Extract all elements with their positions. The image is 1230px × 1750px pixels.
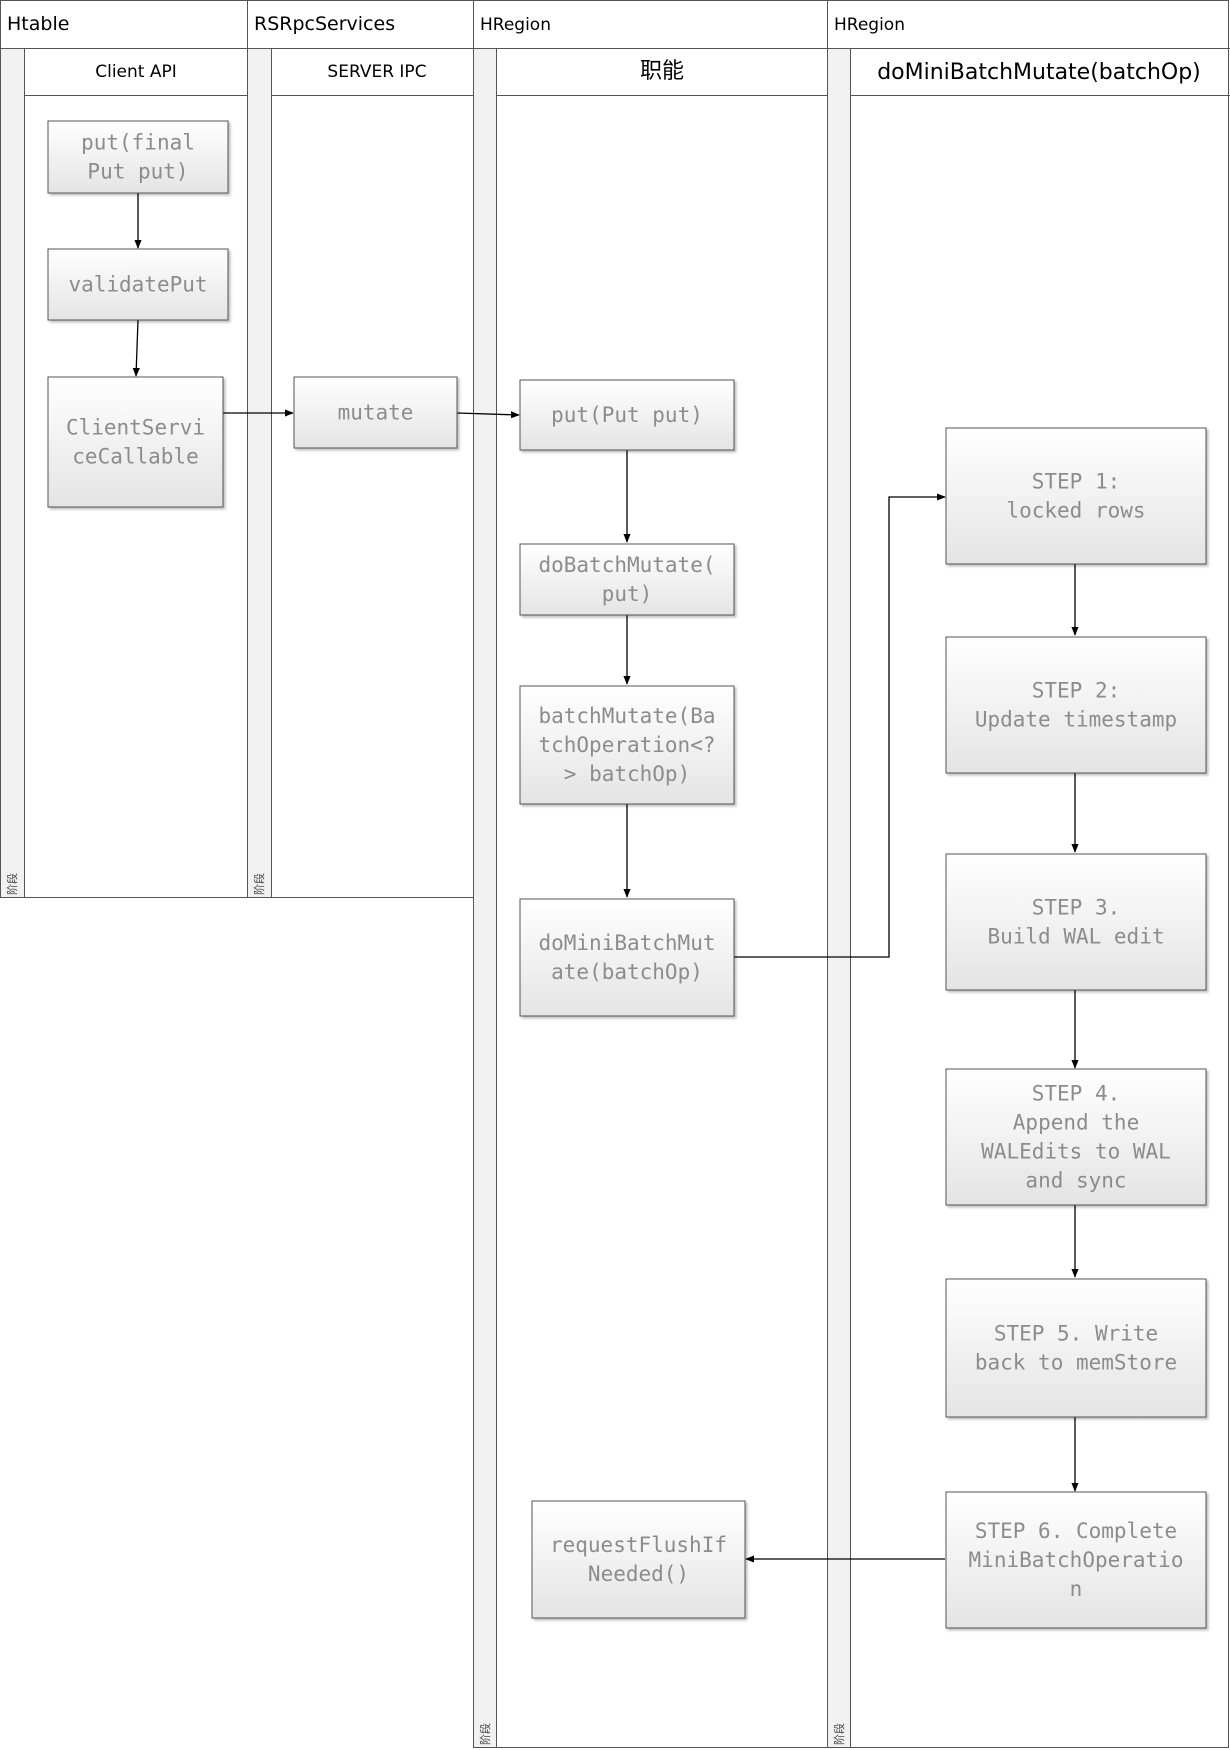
node-hput: put(Put put)	[519, 379, 735, 451]
lane-title-hregion-1: HRegion	[480, 15, 551, 35]
node-label-line: STEP 1:	[1032, 470, 1121, 494]
node-label-line: doMiniBatchMut	[538, 931, 715, 955]
column-header-server-ipc: SERVER IPC	[327, 62, 426, 82]
node-box	[945, 427, 1207, 565]
node-label-line: n	[1070, 1577, 1083, 1601]
column-header-function: 职能	[640, 59, 684, 84]
node-label-line: batchMutate(Ba	[538, 704, 715, 728]
edge-mutate-to-hput	[456, 411, 520, 419]
lane-title-rsrpcservices: RSRpcServices	[254, 13, 395, 35]
node-label-line: > batchOp)	[564, 762, 690, 786]
node-label-line: ceCallable	[72, 445, 198, 469]
node-dobatch: doBatchMutate( put)	[519, 543, 735, 616]
edge-dominibatchmutate-to-step1	[734, 493, 946, 958]
node-label-line: validatePut	[68, 273, 207, 297]
node-box	[293, 376, 458, 449]
node-label-line: STEP 4.	[1032, 1082, 1121, 1106]
lane-title-hregion-2: HRegion	[834, 15, 905, 35]
node-s2: STEP 2: Update timestamp	[945, 636, 1207, 774]
node-box	[519, 543, 735, 616]
node-validate: validatePut	[47, 248, 229, 321]
column-header-client-api: Client API	[95, 62, 177, 82]
node-label-line: locked rows	[1006, 499, 1145, 523]
node-box	[47, 376, 224, 508]
node-label-line: Put put)	[87, 160, 188, 184]
node-label-line: Build WAL edit	[987, 925, 1164, 949]
node-label-line: back to memStore	[975, 1351, 1177, 1375]
phase-label-4: 阶段	[832, 1723, 846, 1745]
node-box	[945, 636, 1207, 774]
node-box	[519, 379, 735, 451]
node-label-line: STEP 6. Complete	[975, 1519, 1177, 1543]
node-label-line: mutate	[338, 401, 414, 425]
node-label-line: STEP 3.	[1032, 896, 1121, 920]
node-box	[945, 1491, 1207, 1629]
node-label-line: put(Put put)	[551, 403, 703, 427]
node-label-line: STEP 5. Write	[994, 1322, 1158, 1346]
node-box	[47, 120, 229, 194]
node-label-line: STEP 2:	[1032, 679, 1121, 703]
node-label-line: requestFlushIf	[550, 1533, 727, 1557]
node-box	[47, 248, 229, 321]
node-box	[945, 1278, 1207, 1418]
node-label-line: MiniBatchOperatio	[969, 1548, 1184, 1572]
node-label-line: Append the	[1013, 1111, 1139, 1135]
node-s5: STEP 5. Write back to memStore	[945, 1278, 1207, 1418]
phase-strips	[0, 48, 851, 1748]
node-label-line: doBatchMutate(	[538, 553, 715, 577]
phase-label-1: 阶段	[5, 873, 19, 895]
node-box	[519, 898, 735, 1017]
node-label-line: ate(batchOp)	[551, 960, 703, 984]
node-batchmutate: batchMutate(Ba tchOperation<? > batchOp)	[519, 685, 735, 805]
node-domini: doMiniBatchMut ate(batchOp)	[519, 898, 735, 1017]
node-label-line: Update timestamp	[975, 708, 1177, 732]
node-box	[945, 1068, 1207, 1206]
edge-validateput-to-callable	[132, 319, 140, 377]
node-box	[945, 853, 1207, 991]
node-label-line: tchOperation<?	[538, 733, 715, 757]
node-label-line: and sync	[1025, 1169, 1126, 1193]
edges	[132, 193, 1079, 1563]
phase-label-2: 阶段	[252, 873, 266, 895]
node-label-line: put)	[602, 582, 653, 606]
node-box	[519, 685, 735, 805]
node-s3: STEP 3. Build WAL edit	[945, 853, 1207, 991]
node-label-line: put(final	[81, 131, 195, 155]
node-mutate: mutate	[293, 376, 458, 449]
node-s1: STEP 1: locked rows	[945, 427, 1207, 565]
node-label-line: ClientServi	[66, 416, 205, 440]
node-box	[531, 1500, 746, 1619]
phase-label-3: 阶段	[478, 1723, 492, 1745]
lane-hregion-1	[473, 0, 828, 1748]
lane-title-htable: Htable	[7, 13, 69, 35]
node-label-line: WALEdits to WAL	[981, 1140, 1171, 1164]
lane-rsrpcservices	[247, 0, 474, 898]
node-callable: ClientServi ceCallable	[47, 376, 224, 508]
column-header-dominibatchmutate: doMiniBatchMutate(batchOp)	[877, 60, 1201, 85]
node-label-line: Needed()	[588, 1562, 689, 1586]
